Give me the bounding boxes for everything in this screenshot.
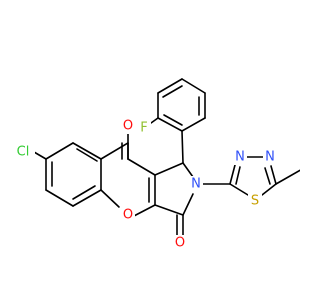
atom-s: S [248, 193, 262, 209]
atom-cl: Cl [11, 144, 35, 160]
atom-label-n-ring: N [191, 177, 201, 192]
bond [270, 165, 277, 185]
bond [163, 114, 183, 126]
bond [100, 142, 129, 160]
atom-label-s: S [251, 194, 259, 209]
bond [235, 166, 241, 185]
atom-label-o-ring: O [123, 208, 133, 223]
molecule-structure: Cl O O O N N N S [11, 78, 300, 251]
bond [229, 164, 236, 185]
molecule-canvas: Cl O O O N N N S [11, 78, 300, 251]
bond [131, 204, 156, 218]
bond [275, 169, 300, 185]
atom-n-thiadiazole-1: N [233, 149, 247, 165]
bond [182, 162, 194, 178]
atom-f: F [137, 120, 151, 136]
bond [45, 142, 74, 160]
bond [72, 185, 96, 200]
atom-label-n-thiadiazole-1: N [235, 150, 245, 165]
bond [45, 189, 74, 207]
bond [33, 151, 47, 160]
bond [181, 117, 206, 132]
atom-o-bottom: O [173, 235, 187, 251]
bond [72, 189, 102, 207]
bond [157, 78, 183, 94]
atom-o-top: O [121, 118, 135, 134]
bond [76, 148, 98, 162]
atom-labels: Cl O O O N N N S [11, 118, 277, 251]
bond [181, 130, 184, 164]
atom-label-f: F [140, 121, 147, 136]
bond [150, 117, 159, 124]
bond [182, 193, 194, 216]
atom-o-ring: O [121, 207, 135, 223]
bond [154, 204, 184, 216]
atom-n-thiadiazole-2: N [263, 149, 277, 165]
atom-label-n-thiadiazole-2: N [265, 150, 275, 165]
bond [229, 183, 249, 196]
bond [181, 78, 206, 94]
bonds [33, 78, 300, 237]
bond [72, 142, 102, 160]
bond [162, 85, 183, 98]
bond [264, 167, 271, 185]
atom-label-cl: Cl [17, 145, 30, 160]
bond [157, 117, 183, 132]
bond [100, 189, 120, 208]
atom-n-ring: N [189, 176, 203, 192]
atom-label-o-bottom: O [175, 236, 185, 251]
bond [127, 158, 156, 176]
bond [154, 162, 184, 176]
atom-label-o-top: O [123, 119, 133, 134]
bond [261, 183, 277, 196]
